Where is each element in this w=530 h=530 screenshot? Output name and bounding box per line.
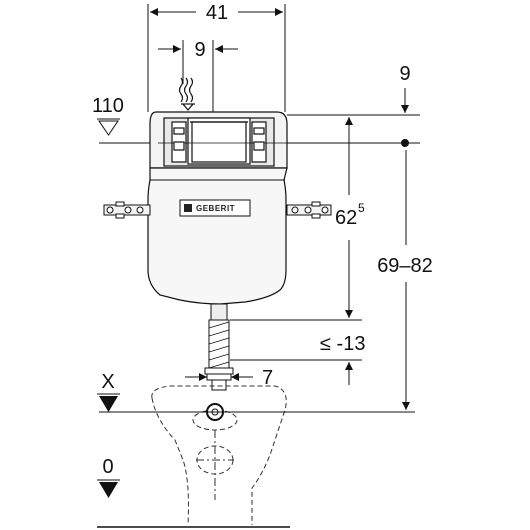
dimension-9-horizontal-label: 9 <box>194 39 205 61</box>
dimension-9-vertical-label: 9 <box>399 63 410 85</box>
dimension-7: 7 <box>185 367 273 389</box>
cistern-frame <box>149 111 290 169</box>
dimension-41-label: 41 <box>206 2 228 24</box>
x-level-marker: X <box>97 371 415 413</box>
floor-level-label: 0 <box>102 456 113 478</box>
dimension-9-horizontal: 9 <box>158 39 238 112</box>
level-110-label: 110 <box>92 95 124 117</box>
dimension-drop-label: ≤ -13 <box>320 333 365 355</box>
dimension-41: 41 <box>147 2 286 112</box>
level-110-marker: 110 <box>92 95 150 144</box>
dimension-69-82: 69–82 <box>377 150 433 410</box>
dimension-62-5-label: 62 <box>335 207 357 229</box>
cistern-body: GEBERIT <box>147 167 288 305</box>
dimension-69-82-label: 69–82 <box>377 255 433 277</box>
dimension-62-5: 62 5 <box>335 117 365 318</box>
brand-logo-text: GEBERIT <box>196 204 235 213</box>
dimension-drop: ≤ -13 <box>230 319 365 385</box>
x-level-label: X <box>101 371 114 393</box>
right-bracket <box>286 201 332 219</box>
dimension-7-label: 7 <box>262 367 273 389</box>
water-supply-icon <box>178 77 195 111</box>
dimension-9-vertical: 9 <box>287 63 420 147</box>
left-bracket <box>103 201 151 219</box>
dimension-62-5-superscript: 5 <box>358 201 365 215</box>
toilet-bowl <box>151 385 287 526</box>
floor-level-marker: 0 <box>97 456 290 528</box>
flush-pipe <box>204 303 234 391</box>
